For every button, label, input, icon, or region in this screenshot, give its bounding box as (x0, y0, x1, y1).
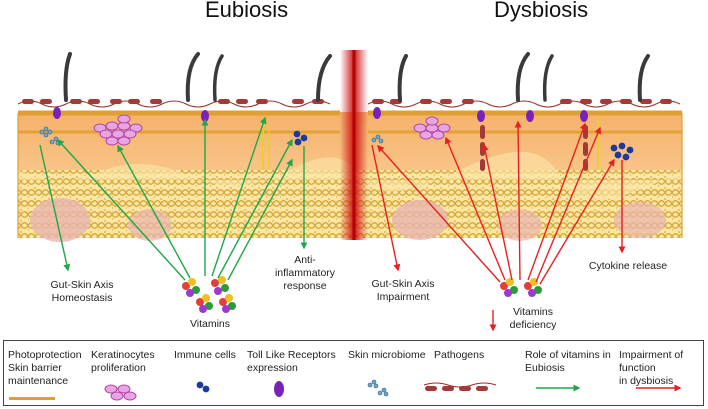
hairs (63, 52, 650, 102)
immune-cells-eubiosis (293, 130, 308, 146)
microbiome-eubiosis (39, 126, 61, 146)
legend-immune-cells: Immune cells (174, 349, 236, 361)
pathogens-surface (22, 99, 672, 104)
legend-symbols (9, 379, 682, 401)
immune-cell-icon (196, 381, 210, 393)
vitamins-cluster-dysbiosis (500, 278, 542, 297)
barrier-swatch (9, 397, 55, 400)
tlr-icon (274, 381, 284, 397)
papilla (30, 198, 90, 242)
vitamins-cluster-eubiosis (182, 276, 236, 313)
immune-cells-dysbiosis (610, 142, 634, 161)
tlr-markers (53, 107, 588, 122)
dysbiosis-title: Dysbiosis (494, 0, 589, 22)
keratinocyte-cluster-eubiosis (93, 114, 143, 146)
legend-microbiome: Skin microbiome (348, 349, 426, 361)
microbiome-icon (367, 379, 389, 397)
keratinocyte-cluster-dysbiosis (413, 116, 451, 140)
red-arrows (371, 120, 626, 332)
green-arrows (39, 116, 308, 281)
microbiome-dysbiosis (371, 134, 384, 144)
label-vitamins: Vitamins (189, 318, 231, 330)
pathogen-icon (423, 382, 497, 391)
keratinocyte-icon (104, 384, 137, 401)
legend-pathogens: Pathogens (434, 349, 485, 361)
label-cytokine-release: Cytokine release (588, 260, 668, 272)
eubiosis-title: Eubiosis (205, 0, 289, 22)
